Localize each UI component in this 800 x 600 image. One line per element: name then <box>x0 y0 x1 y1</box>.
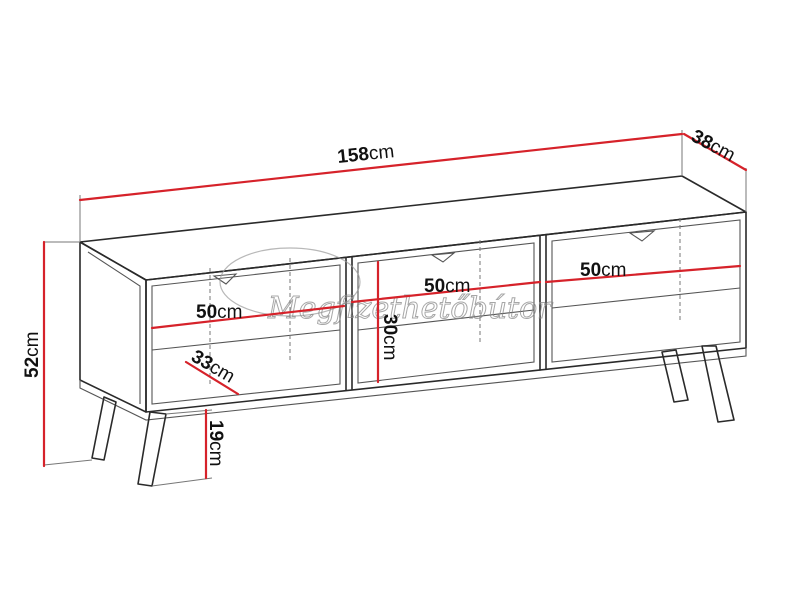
compartment-middle-frame <box>357 242 535 384</box>
width-dimension-line <box>78 132 684 202</box>
compartment-middle-value: 50 <box>424 276 445 297</box>
compartment-left-label: 50cm <box>196 302 242 323</box>
inner-depth-label: 33cm <box>188 346 239 387</box>
depth-dimension-line <box>682 132 748 172</box>
compartment-left-value: 50 <box>196 302 217 323</box>
left-side-panel <box>79 241 147 413</box>
compartment-left-dimension-line <box>150 304 346 330</box>
inner-height-label: 30cm <box>379 314 400 360</box>
cabinet-outline <box>79 175 747 421</box>
compartment-right-frame <box>551 219 741 363</box>
compartment-right-label: 50cm <box>580 260 626 281</box>
compartment-right-dimension-line <box>544 264 742 284</box>
extension-lines <box>43 130 747 487</box>
leg-front-right <box>701 345 735 423</box>
compartment-middle-label: 50cm <box>424 276 470 297</box>
watermark-swirl <box>219 247 361 317</box>
leg-back-right <box>661 349 689 403</box>
dimension-lines <box>42 132 748 480</box>
compartment-left-frame <box>151 264 341 405</box>
depth-label: 38cm <box>688 126 739 166</box>
height-label: 52cm <box>22 332 43 378</box>
shelf-middle <box>357 309 535 331</box>
leg-back-left <box>91 396 117 461</box>
top-panel <box>79 175 747 281</box>
handle-right <box>628 230 656 242</box>
compartment-middle-dimension-line <box>350 280 542 304</box>
compartment-right-unit: cm <box>601 260 626 281</box>
inner-height-value: 30 <box>379 314 400 335</box>
compartment-right-value: 50 <box>580 260 601 281</box>
leg-height-value: 19 <box>205 420 226 441</box>
shelf-right <box>551 287 741 309</box>
width-unit: cm <box>368 141 395 165</box>
leg-front-left <box>137 411 167 487</box>
handle-middle <box>430 252 456 263</box>
shelf-left <box>151 329 341 351</box>
compartment-middle-unit: cm <box>445 276 470 297</box>
height-unit: cm <box>22 332 43 357</box>
inner-height-unit: cm <box>379 335 400 360</box>
left-inner-edge <box>87 251 141 404</box>
width-label: 158cm <box>336 141 395 168</box>
leg-height-label: 19cm <box>205 420 226 466</box>
leg-height-unit: cm <box>205 441 226 466</box>
width-value: 158 <box>336 144 370 168</box>
height-value: 52 <box>22 357 43 378</box>
compartment-left-unit: cm <box>217 302 242 323</box>
bottom-edge <box>79 348 747 421</box>
inner-depth-dimension-line <box>184 360 240 396</box>
